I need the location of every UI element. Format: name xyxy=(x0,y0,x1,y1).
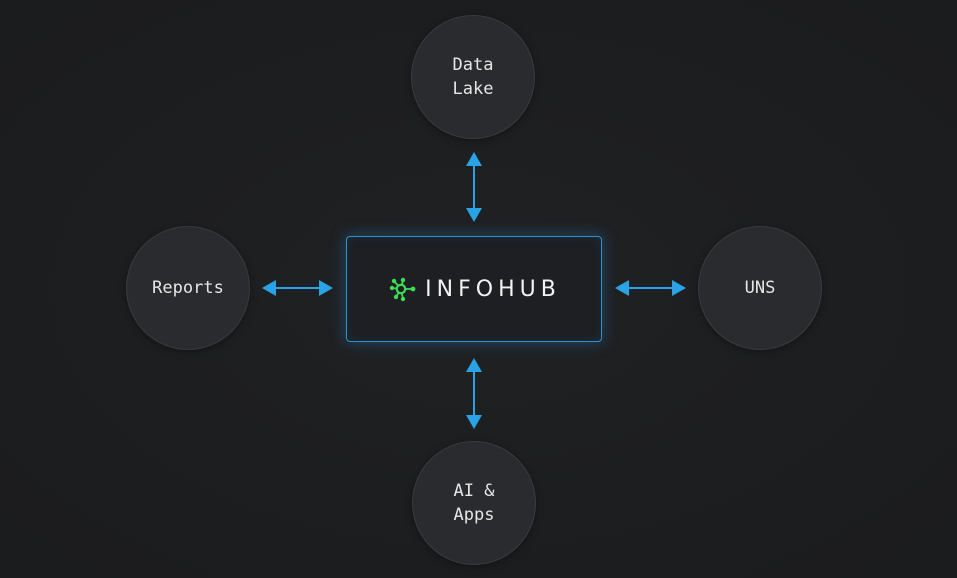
reports-label: Reports xyxy=(152,278,224,298)
arrow-hub-uns xyxy=(615,280,686,296)
ai-apps-label: AI & Apps xyxy=(453,481,495,525)
uns-node[interactable]: UNS xyxy=(698,226,822,350)
infohub-label: INFOHUB xyxy=(425,276,561,302)
uns-label: UNS xyxy=(744,278,776,298)
arrow-hub-ai-apps xyxy=(466,358,482,429)
infohub-logo-group: INFOHUB xyxy=(387,274,561,304)
arrow-hub-data-lake xyxy=(466,152,482,222)
ai-apps-node[interactable]: AI & Apps xyxy=(412,441,536,565)
data-lake-label: Data Lake xyxy=(452,55,494,99)
arrow-hub-reports xyxy=(262,280,333,296)
data-lake-node[interactable]: Data Lake xyxy=(411,15,535,139)
network-node-icon xyxy=(389,277,416,302)
infohub-box[interactable]: INFOHUB xyxy=(346,236,602,342)
reports-node[interactable]: Reports xyxy=(126,226,250,350)
